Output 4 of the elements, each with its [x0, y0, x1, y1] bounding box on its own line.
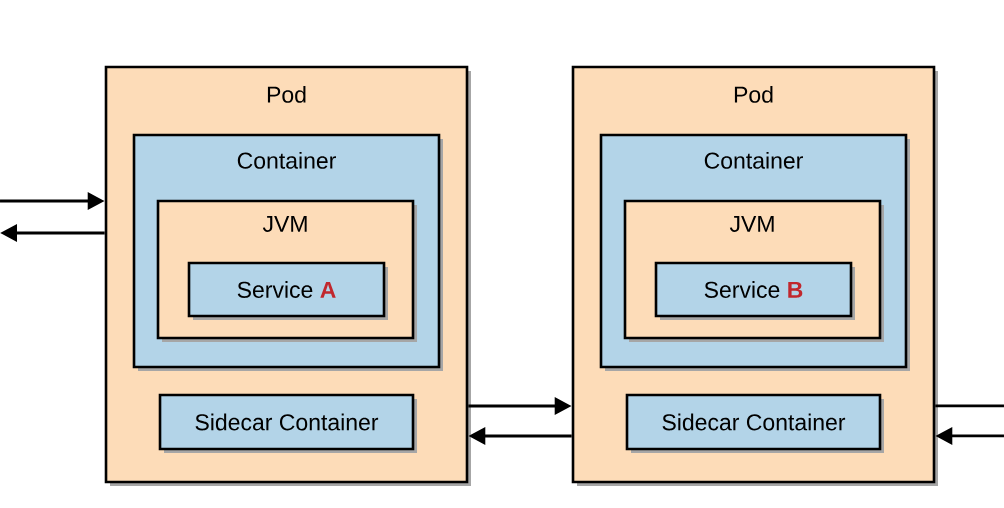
service-box: Service B — [654, 261, 855, 320]
sidecar-box: Sidecar Container — [158, 393, 417, 453]
sidecar-box: Sidecar Container — [625, 393, 884, 453]
service-box: Service A — [187, 261, 388, 320]
